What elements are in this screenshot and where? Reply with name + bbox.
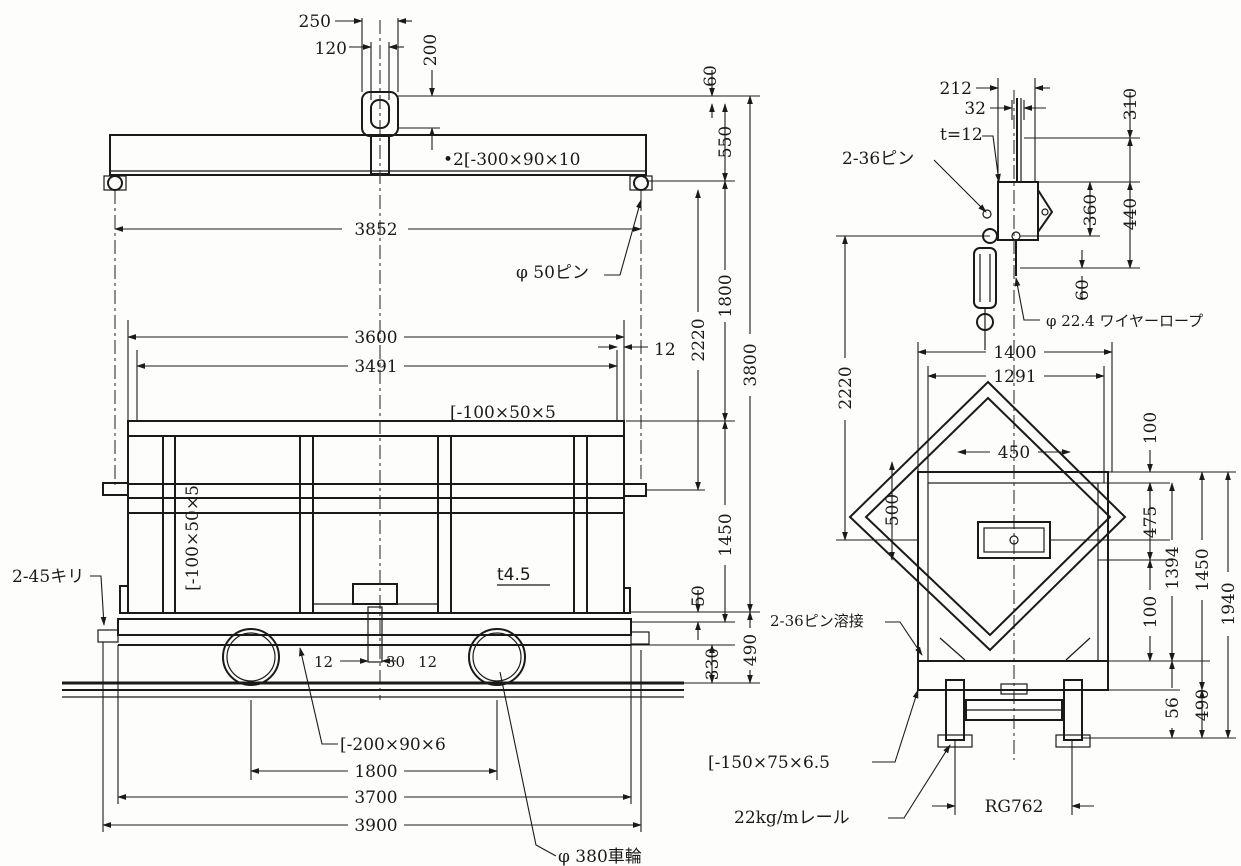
dim-pin-gap-right: 12 [418, 653, 437, 671]
label-wire: φ 22.4 ワイヤーロープ [1046, 312, 1203, 330]
dim-v100-bottom: 100 [1141, 596, 1161, 628]
right-view: 212 32 t=12 2-36ピン 310 360 440 60 φ 22.4… [708, 78, 1239, 828]
label-base-channel: [-200×90×6 [340, 735, 446, 755]
dim-v490-right: 490 [1193, 689, 1213, 721]
dim-plate-thk: 12 [654, 340, 676, 360]
dim-v475: 475 [1141, 506, 1161, 538]
dim-v3800: 3800 [741, 343, 761, 386]
left-view: 250 120 200 •2[-300×90×10 3852 φ 50ピン 36… [12, 12, 761, 866]
dim-v360: 360 [1081, 194, 1101, 226]
label-channel: [-150×75×6.5 [708, 753, 830, 773]
dim-v50: 50 [689, 585, 709, 607]
dim-v1800: 1800 [716, 274, 736, 317]
label-pin: φ 50ピン [516, 263, 589, 283]
dim-w1400: 1400 [993, 343, 1036, 363]
dim-v2220: 2220 [689, 318, 709, 361]
dim-v1940: 1940 [1219, 582, 1239, 625]
dim-v330: 330 [703, 648, 723, 680]
dim-lug-total: 250 [299, 12, 331, 32]
dim-v56: 56 [1163, 697, 1183, 719]
dim-v60: 60 [701, 65, 721, 87]
dim-gauge: RG762 [985, 797, 1044, 817]
hook-assembly [973, 98, 1054, 350]
label-wheel: φ 380車輪 [558, 847, 642, 866]
dim-v60-right: 60 [1073, 279, 1093, 301]
dim-box-outer: 3600 [354, 328, 397, 348]
dim-pin-gap-left: 12 [314, 653, 333, 671]
dim-v440: 440 [1121, 198, 1141, 230]
label-thickness: t4.5 [497, 565, 531, 585]
dim-lug-hole: 120 [315, 39, 347, 59]
label-plate: t=12 [940, 125, 983, 145]
dim-beam-length: 3852 [354, 220, 397, 240]
car-body [102, 420, 647, 614]
label-rail: 22kg/mレール [734, 808, 850, 828]
dim-v500: 500 [883, 494, 903, 526]
label-beam-member: •2[-300×90×10 [443, 150, 580, 170]
dim-overall-width: 3900 [354, 816, 397, 836]
rail [62, 681, 684, 698]
label-hole: 2-45キリ [12, 567, 84, 587]
wheels [222, 628, 526, 686]
underframe [97, 606, 650, 663]
dim-wheel-base: 1800 [354, 762, 397, 782]
dim-v1450-right: 1450 [1193, 548, 1213, 591]
dim-lug-height: 200 [421, 34, 441, 66]
dim-w1291: 1291 [993, 367, 1036, 387]
label-side-channel: [-100×50×5 [183, 485, 203, 591]
dim-w450: 450 [998, 443, 1030, 463]
upright-body [917, 471, 1109, 748]
dim-v2220-right: 2220 [836, 366, 856, 409]
dim-v550: 550 [716, 126, 736, 158]
dim-v1450: 1450 [716, 513, 736, 556]
dim-pin-gap-center: 30 [386, 653, 405, 671]
dim-v310: 310 [1121, 88, 1141, 120]
dim-frame-width: 3700 [354, 788, 397, 808]
dim-v490: 490 [741, 634, 761, 666]
dim-w32: 32 [964, 99, 986, 119]
dim-v1394: 1394 [1163, 546, 1183, 589]
label-pin-weld: 2-36ピン溶接 [770, 612, 864, 630]
dim-v100-top: 100 [1141, 412, 1161, 444]
dim-box-inner: 3491 [354, 357, 397, 377]
label-pin-36: 2-36ピン [842, 149, 914, 169]
dim-w212: 212 [940, 79, 972, 99]
label-top-channel: [-100×50×5 [450, 403, 556, 423]
